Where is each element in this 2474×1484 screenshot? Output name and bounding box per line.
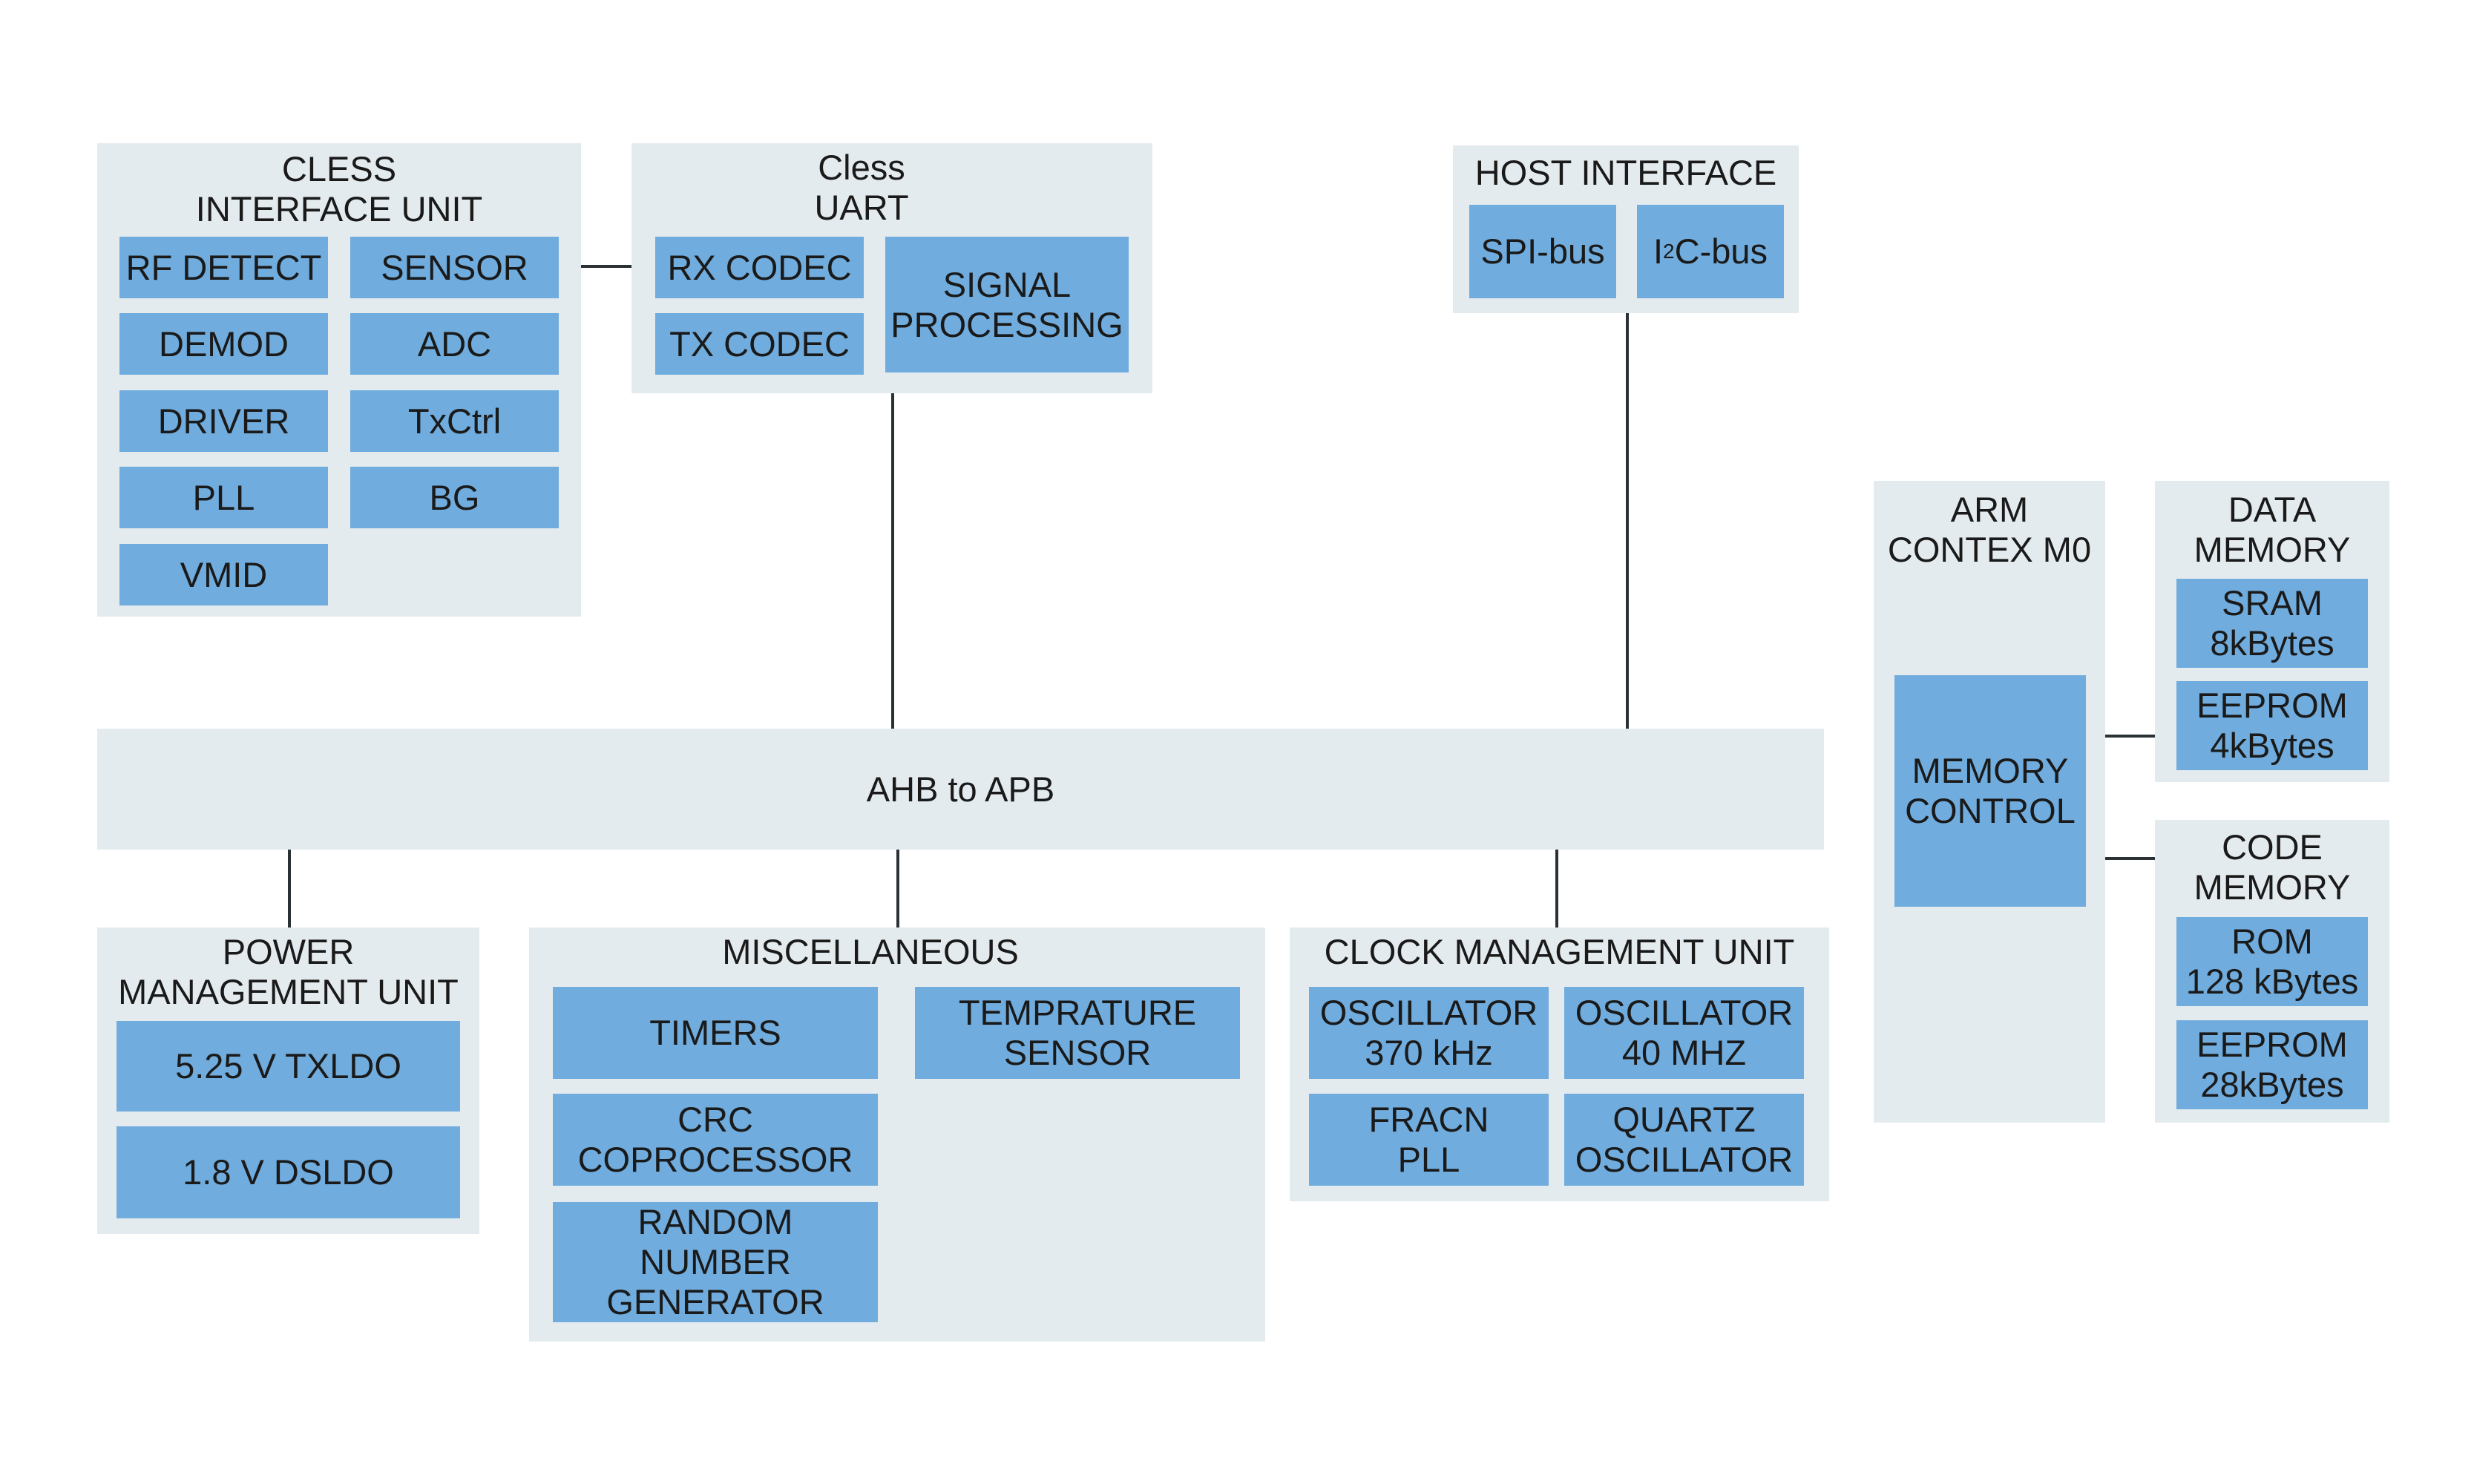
- oscillator-370khz-block: OSCILLATOR 370 kHz: [1309, 987, 1549, 1079]
- cless-uart: Cless UART RX CODEC TX CODEC SIGNAL PROC…: [631, 143, 1152, 393]
- connector-bus-power: [288, 850, 291, 928]
- data-eeprom-block: EEPROM 4kBytes: [2176, 681, 2368, 770]
- cless-uart-title: Cless UART: [814, 148, 909, 227]
- crc-coprocessor-block: CRC COPROCESSOR: [553, 1094, 878, 1186]
- connector-bus-clock: [1555, 850, 1558, 928]
- clock-title: CLOCK MANAGEMENT UNIT: [1324, 932, 1795, 971]
- demod-block: DEMOD: [119, 313, 328, 375]
- fracn-pll-block: FRACN PLL: [1309, 1094, 1549, 1186]
- connector-memctrl-code: [2105, 857, 2155, 860]
- clock-management-unit: CLOCK MANAGEMENT UNIT OSCILLATOR 370 kHz…: [1290, 928, 1829, 1201]
- code-eeprom-block: EEPROM 28kBytes: [2176, 1020, 2368, 1109]
- rom-block: ROM 128 kBytes: [2176, 917, 2368, 1006]
- connector-uart-bus: [891, 393, 894, 729]
- spi-bus-block: SPI-bus: [1469, 205, 1616, 298]
- driver-block: DRIVER: [119, 390, 328, 452]
- timers-block: TIMERS: [553, 987, 878, 1079]
- txldo-block: 5.25 V TXLDO: [117, 1021, 460, 1112]
- power-management-unit: POWER MANAGEMENT UNIT 5.25 V TXLDO 1.8 V…: [97, 928, 479, 1234]
- data-memory-title: DATA MEMORY: [2194, 490, 2351, 569]
- i2c-prefix: I: [1653, 232, 1664, 271]
- connector-cless-uart: [581, 265, 631, 268]
- rx-codec-block: RX CODEC: [655, 237, 864, 298]
- rf-detect-block: RF DETECT: [119, 237, 328, 298]
- memory-control-block: MEMORY CONTROL: [1894, 675, 2086, 907]
- temperature-sensor-block: TEMPRATURE SENSOR: [915, 987, 1240, 1079]
- sram-block: SRAM 8kBytes: [2176, 579, 2368, 668]
- signal-processing-block: SIGNAL PROCESSING: [885, 237, 1129, 372]
- arm-title: ARM CONTEX M0: [1887, 490, 2092, 569]
- bus-label: AHB to APB: [866, 769, 1055, 809]
- misc-title: MISCELLANEOUS: [722, 932, 1019, 971]
- arm-cortex-m0: ARM CONTEX M0 MEMORY CONTROL: [1874, 481, 2105, 1123]
- cless-interface-title: CLESS INTERFACE UNIT: [195, 149, 483, 229]
- vmid-block: VMID: [119, 544, 328, 605]
- connector-memctrl-data: [2105, 735, 2155, 738]
- oscillator-40mhz-block: OSCILLATOR 40 MHZ: [1564, 987, 1804, 1079]
- dsldo-block: 1.8 V DSLDO: [117, 1126, 460, 1218]
- cless-interface-unit: CLESS INTERFACE UNIT RF DETECT SENSOR DE…: [97, 143, 581, 617]
- quartz-oscillator-block: QUARTZ OSCILLATOR: [1564, 1094, 1804, 1186]
- host-interface-title: HOST INTERFACE: [1474, 153, 1777, 192]
- connector-bus-misc: [896, 850, 899, 928]
- data-memory: DATA MEMORY SRAM 8kBytes EEPROM 4kBytes: [2155, 481, 2389, 782]
- random-number-generator-block: RANDOM NUMBER GENERATOR: [553, 1202, 878, 1322]
- connector-host-bus: [1626, 313, 1629, 729]
- txctrl-block: TxCtrl: [350, 390, 559, 452]
- bg-block: BG: [350, 467, 559, 528]
- i2c-suffix: C-bus: [1674, 232, 1768, 271]
- code-memory: CODE MEMORY ROM 128 kBytes EEPROM 28kByt…: [2155, 820, 2389, 1123]
- miscellaneous: MISCELLANEOUS TIMERS TEMPRATURE SENSOR C…: [529, 928, 1265, 1342]
- pll-block: PLL: [119, 467, 328, 528]
- ahb-to-apb-bus: AHB to APB: [97, 729, 1824, 850]
- sensor-block: SENSOR: [350, 237, 559, 298]
- tx-codec-block: TX CODEC: [655, 313, 864, 375]
- code-memory-title: CODE MEMORY: [2194, 827, 2351, 907]
- power-title: POWER MANAGEMENT UNIT: [118, 932, 459, 1011]
- adc-block: ADC: [350, 313, 559, 375]
